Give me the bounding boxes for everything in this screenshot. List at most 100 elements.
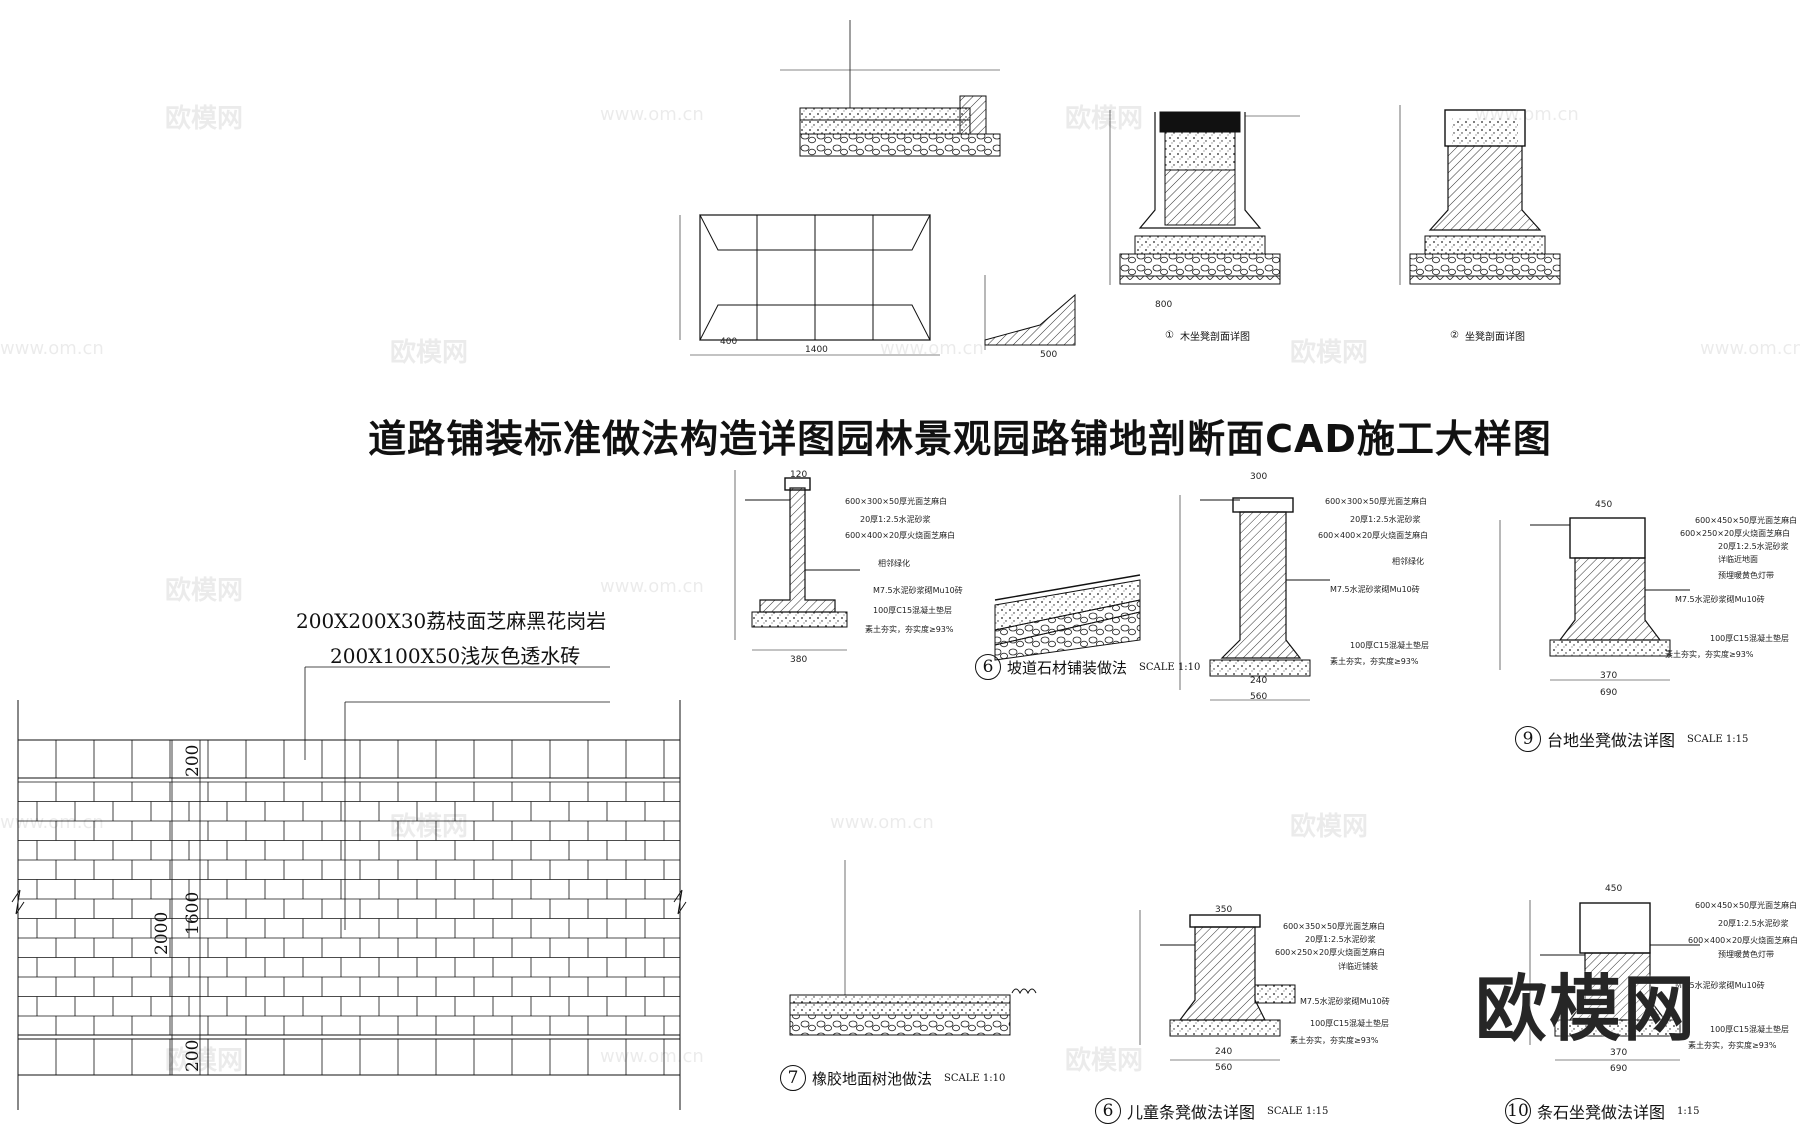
- watermark-url: www.om.cn: [0, 338, 104, 359]
- watermark-url: www.om.cn: [1475, 104, 1579, 125]
- note: 100厚C15混凝土垫层: [1310, 1019, 1390, 1028]
- caption-num: 10: [1505, 1098, 1531, 1124]
- note: 详临近地面: [1718, 555, 1758, 564]
- dim: 800: [1155, 300, 1173, 310]
- note: M7.5水泥砂浆砌Mu10砖: [1675, 595, 1765, 604]
- dim: 450: [1605, 884, 1623, 894]
- watermark-text: 欧模网: [165, 576, 244, 606]
- stone-bench-section: [1529, 900, 1700, 1061]
- caption-kids-bench: 6 儿童条凳做法详图 SCALE 1:15: [1095, 1098, 1328, 1124]
- tree-pit-plan: [679, 214, 940, 356]
- watermark-logo: 欧模网: [1475, 967, 1698, 1051]
- kids-bench-section: [1139, 910, 1296, 1061]
- watermark-text: 欧模网: [1065, 1046, 1144, 1076]
- caption-scale: 1:15: [1677, 1105, 1700, 1117]
- dim-border-top: 200: [183, 744, 203, 777]
- note: 100厚C15混凝土垫层: [873, 606, 953, 615]
- dim-middle: 1600: [183, 891, 203, 935]
- caption-num: ②: [1450, 330, 1459, 341]
- note: 600×400×20厚火烧面芝麻白: [1318, 531, 1429, 540]
- watermark-text: 欧模网: [1065, 104, 1144, 134]
- paving-pattern-plan: [11, 666, 687, 1110]
- granite-label: 200X200X30荔枝面芝麻黑花岗岩: [296, 609, 607, 633]
- note: 20厚1:2.5水泥砂浆: [1718, 919, 1789, 928]
- note: 预埋暖黄色灯带: [1718, 571, 1774, 580]
- dim: 380: [790, 655, 808, 665]
- note: 素土夯实，夯实度≥93%: [1665, 650, 1754, 659]
- caption-bench-1: ① 木坐凳剖面详图: [1165, 328, 1250, 343]
- watermark-text: 欧模网: [390, 812, 469, 842]
- note: 600×300×50厚光面芝麻白: [1325, 497, 1428, 506]
- dim: 370: [1610, 1048, 1628, 1058]
- watermark-text: 欧模网: [165, 104, 244, 134]
- note: 详临近铺装: [1338, 962, 1378, 971]
- caption-scale: SCALE 1:15: [1687, 733, 1749, 745]
- note: 100厚C15混凝土垫层: [1350, 641, 1430, 650]
- caption-rubber-pit: 7 橡胶地面树池做法 SCALE 1:10: [780, 1065, 1005, 1091]
- caption-num: 9: [1515, 726, 1541, 752]
- drawing-title: 道路铺装标准做法构造详图园林景观园路铺地剖断面CAD施工大样图: [368, 417, 1552, 461]
- brick-label: 200X100X50浅灰色透水砖: [330, 644, 581, 668]
- watermark-url: www.om.cn: [880, 338, 984, 359]
- note: M7.5水泥砂浆砌Mu10砖: [1300, 997, 1390, 1006]
- bench-section-9: [1499, 517, 1690, 681]
- dim: 370: [1600, 671, 1618, 681]
- caption-num: 6: [975, 654, 1001, 680]
- tree-pit-edge-section: [984, 275, 1076, 350]
- dim: 500: [1040, 350, 1058, 360]
- caption-scale: SCALE 1:15: [1267, 1105, 1329, 1117]
- note: 预埋暖黄色灯带: [1718, 950, 1774, 959]
- note: 20厚1:2.5水泥砂浆: [1305, 935, 1376, 944]
- bench-section-2: [1399, 105, 1561, 285]
- watermark-url: www.om.cn: [1700, 338, 1800, 359]
- watermark-url: www.om.cn: [600, 1046, 704, 1067]
- bench-section-1: [1109, 110, 1300, 285]
- note: 素土夯实，夯实度≥93%: [1330, 657, 1419, 666]
- dim: 690: [1610, 1064, 1628, 1074]
- note: 600×450×50厚光面芝麻白: [1695, 516, 1798, 525]
- note: 600×250×20厚火烧面芝麻白: [1680, 529, 1791, 538]
- caption-num: 7: [780, 1065, 806, 1091]
- dim: 560: [1250, 692, 1268, 702]
- slope-paving-section: [994, 574, 1141, 661]
- note: 20厚1:2.5水泥砂浆: [1350, 515, 1421, 524]
- dim: 350: [1215, 905, 1233, 915]
- dim: 450: [1595, 500, 1613, 510]
- caption-stone-bench: 10 条石坐凳做法详图 1:15: [1505, 1098, 1699, 1124]
- note: 素土夯实，夯实度≥93%: [865, 625, 954, 634]
- caption-text: 木坐凳剖面详图: [1179, 332, 1250, 343]
- caption-num: ①: [1165, 330, 1174, 341]
- watermark-url: www.om.cn: [600, 104, 704, 125]
- note: 100厚C15混凝土垫层: [1710, 1025, 1790, 1034]
- note: 相邻绿化: [1392, 557, 1424, 566]
- note: 600×350×50厚光面芝麻白: [1283, 922, 1386, 931]
- bench-section-b: [1179, 495, 1330, 701]
- note: 600×300×50厚光面芝麻白: [845, 497, 948, 506]
- caption-num: 6: [1095, 1098, 1121, 1124]
- caption-text: 台地坐凳做法详图: [1547, 731, 1676, 750]
- dim: 400: [720, 337, 738, 347]
- note: M7.5水泥砂浆砌Mu10砖: [1675, 981, 1765, 990]
- watermark-text: 欧模网: [390, 338, 469, 368]
- watermark-text: 欧模网: [165, 1046, 244, 1076]
- watermark-url: www.om.cn: [0, 812, 104, 833]
- caption-text: 儿童条凳做法详图: [1127, 1103, 1256, 1122]
- note: 20厚1:2.5水泥砂浆: [1718, 542, 1789, 551]
- caption-text: 条石坐凳做法详图: [1537, 1103, 1666, 1122]
- rubber-tree-pit-section: [789, 860, 1037, 1036]
- dim: 690: [1600, 688, 1618, 698]
- caption-scale: SCALE 1:10: [944, 1072, 1006, 1084]
- note: M7.5水泥砂浆砌Mu10砖: [1330, 585, 1420, 594]
- note: 600×400×20厚火烧面芝麻白: [845, 531, 956, 540]
- dim-total: 2000: [152, 911, 172, 955]
- bench-section-a: [734, 470, 860, 651]
- note: M7.5水泥砂浆砌Mu10砖: [873, 586, 963, 595]
- caption-scale: SCALE 1:10: [1139, 661, 1201, 673]
- dim: 240: [1250, 676, 1268, 686]
- dim: 300: [1250, 472, 1268, 482]
- caption-text: 橡胶地面树池做法: [812, 1069, 933, 1088]
- note: 素土夯实，夯实度≥93%: [1290, 1036, 1379, 1045]
